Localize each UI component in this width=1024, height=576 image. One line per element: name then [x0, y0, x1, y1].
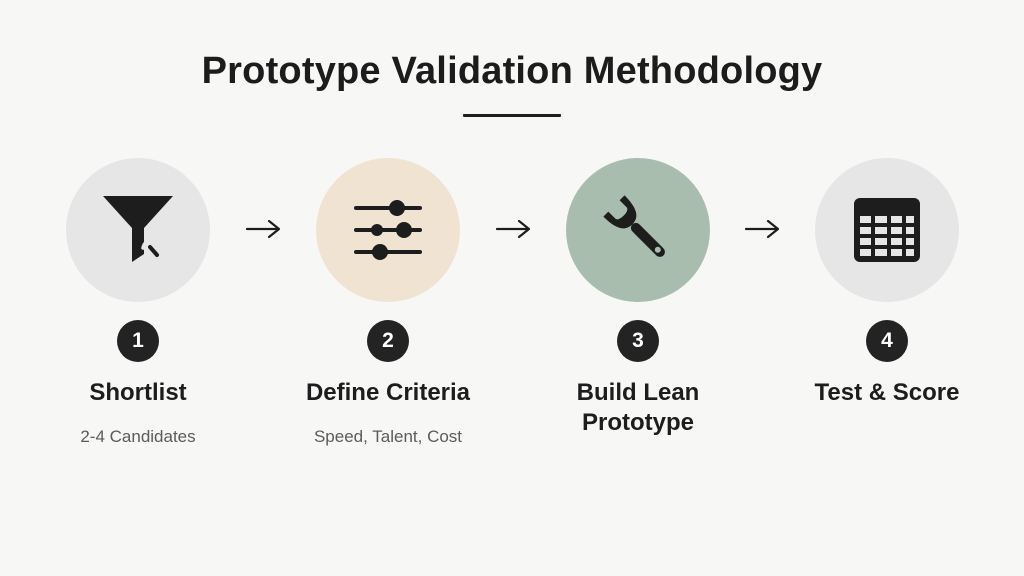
title-underline	[463, 114, 561, 117]
funnel-icon	[103, 196, 173, 262]
arrow-right-icon	[245, 218, 283, 240]
step-4-circle	[815, 158, 959, 302]
arrow-right-icon	[495, 218, 533, 240]
step-test-and-score: 4 Test & Score	[787, 0, 987, 576]
table-icon	[854, 198, 920, 262]
page-title: Prototype Validation Methodology	[201, 50, 823, 92]
step-1-circle	[66, 158, 210, 302]
step-label: Define Criteria	[305, 379, 471, 406]
step-label: Build Lean Prototype	[576, 379, 700, 436]
step-number-badge: 3	[617, 320, 659, 362]
step-label: Shortlist	[89, 379, 187, 406]
step-3-circle	[566, 158, 710, 302]
step-number-badge: 1	[117, 320, 159, 362]
step-2-circle	[316, 158, 460, 302]
step-number-badge: 4	[866, 320, 908, 362]
step-label: Test & Score	[814, 379, 960, 406]
step-subtitle: 2-4 Candidates	[80, 427, 196, 446]
step-build-lean-prototype: 3 Build Lean Prototype	[538, 0, 738, 576]
step-number-badge: 2	[367, 320, 409, 362]
wrench-icon	[603, 195, 665, 257]
step-subtitle: Speed, Talent, Cost	[313, 427, 463, 446]
step-define-criteria: 2 Define Criteria Speed, Talent, Cost	[288, 0, 488, 576]
arrow-right-icon	[744, 218, 782, 240]
step-shortlist: 1 Shortlist 2-4 Candidates	[38, 0, 238, 576]
sliders-icon	[354, 200, 422, 260]
